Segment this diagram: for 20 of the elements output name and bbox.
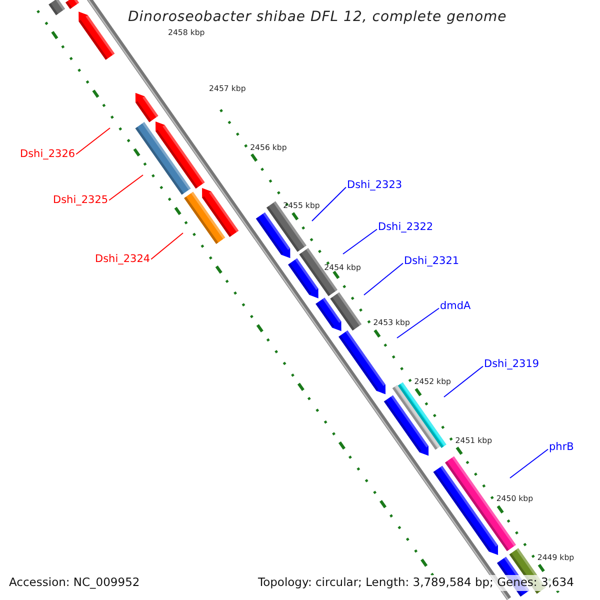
gene-label: Dshi_2321 — [404, 256, 460, 266]
gene-label: Dshi_2319 — [484, 359, 540, 370]
gene-label: Dshi_2324 — [95, 254, 150, 264]
leader-line — [342, 228, 378, 254]
leader-line — [364, 262, 404, 296]
leader-line — [150, 232, 184, 260]
gene-label: Dshi_2325 — [53, 195, 108, 206]
leader-line — [108, 174, 144, 201]
leader-line — [396, 308, 440, 338]
gene-label: Dshi_2322 — [378, 222, 434, 232]
leader-line — [312, 186, 346, 222]
leader-line — [76, 128, 110, 155]
title: Dinoroseobacter shibae DFL 12, complete genome — [128, 10, 507, 24]
footer-text: Accession: NC_009952 — [9, 575, 140, 590]
gene-label: phrB — [549, 442, 574, 452]
gene-label: Dshi_2323 — [347, 180, 402, 190]
leader-line — [510, 448, 548, 478]
leader-line — [444, 366, 484, 398]
gene-label: Dshi_2326 — [20, 149, 76, 160]
gene-label: dmdA — [440, 301, 471, 312]
